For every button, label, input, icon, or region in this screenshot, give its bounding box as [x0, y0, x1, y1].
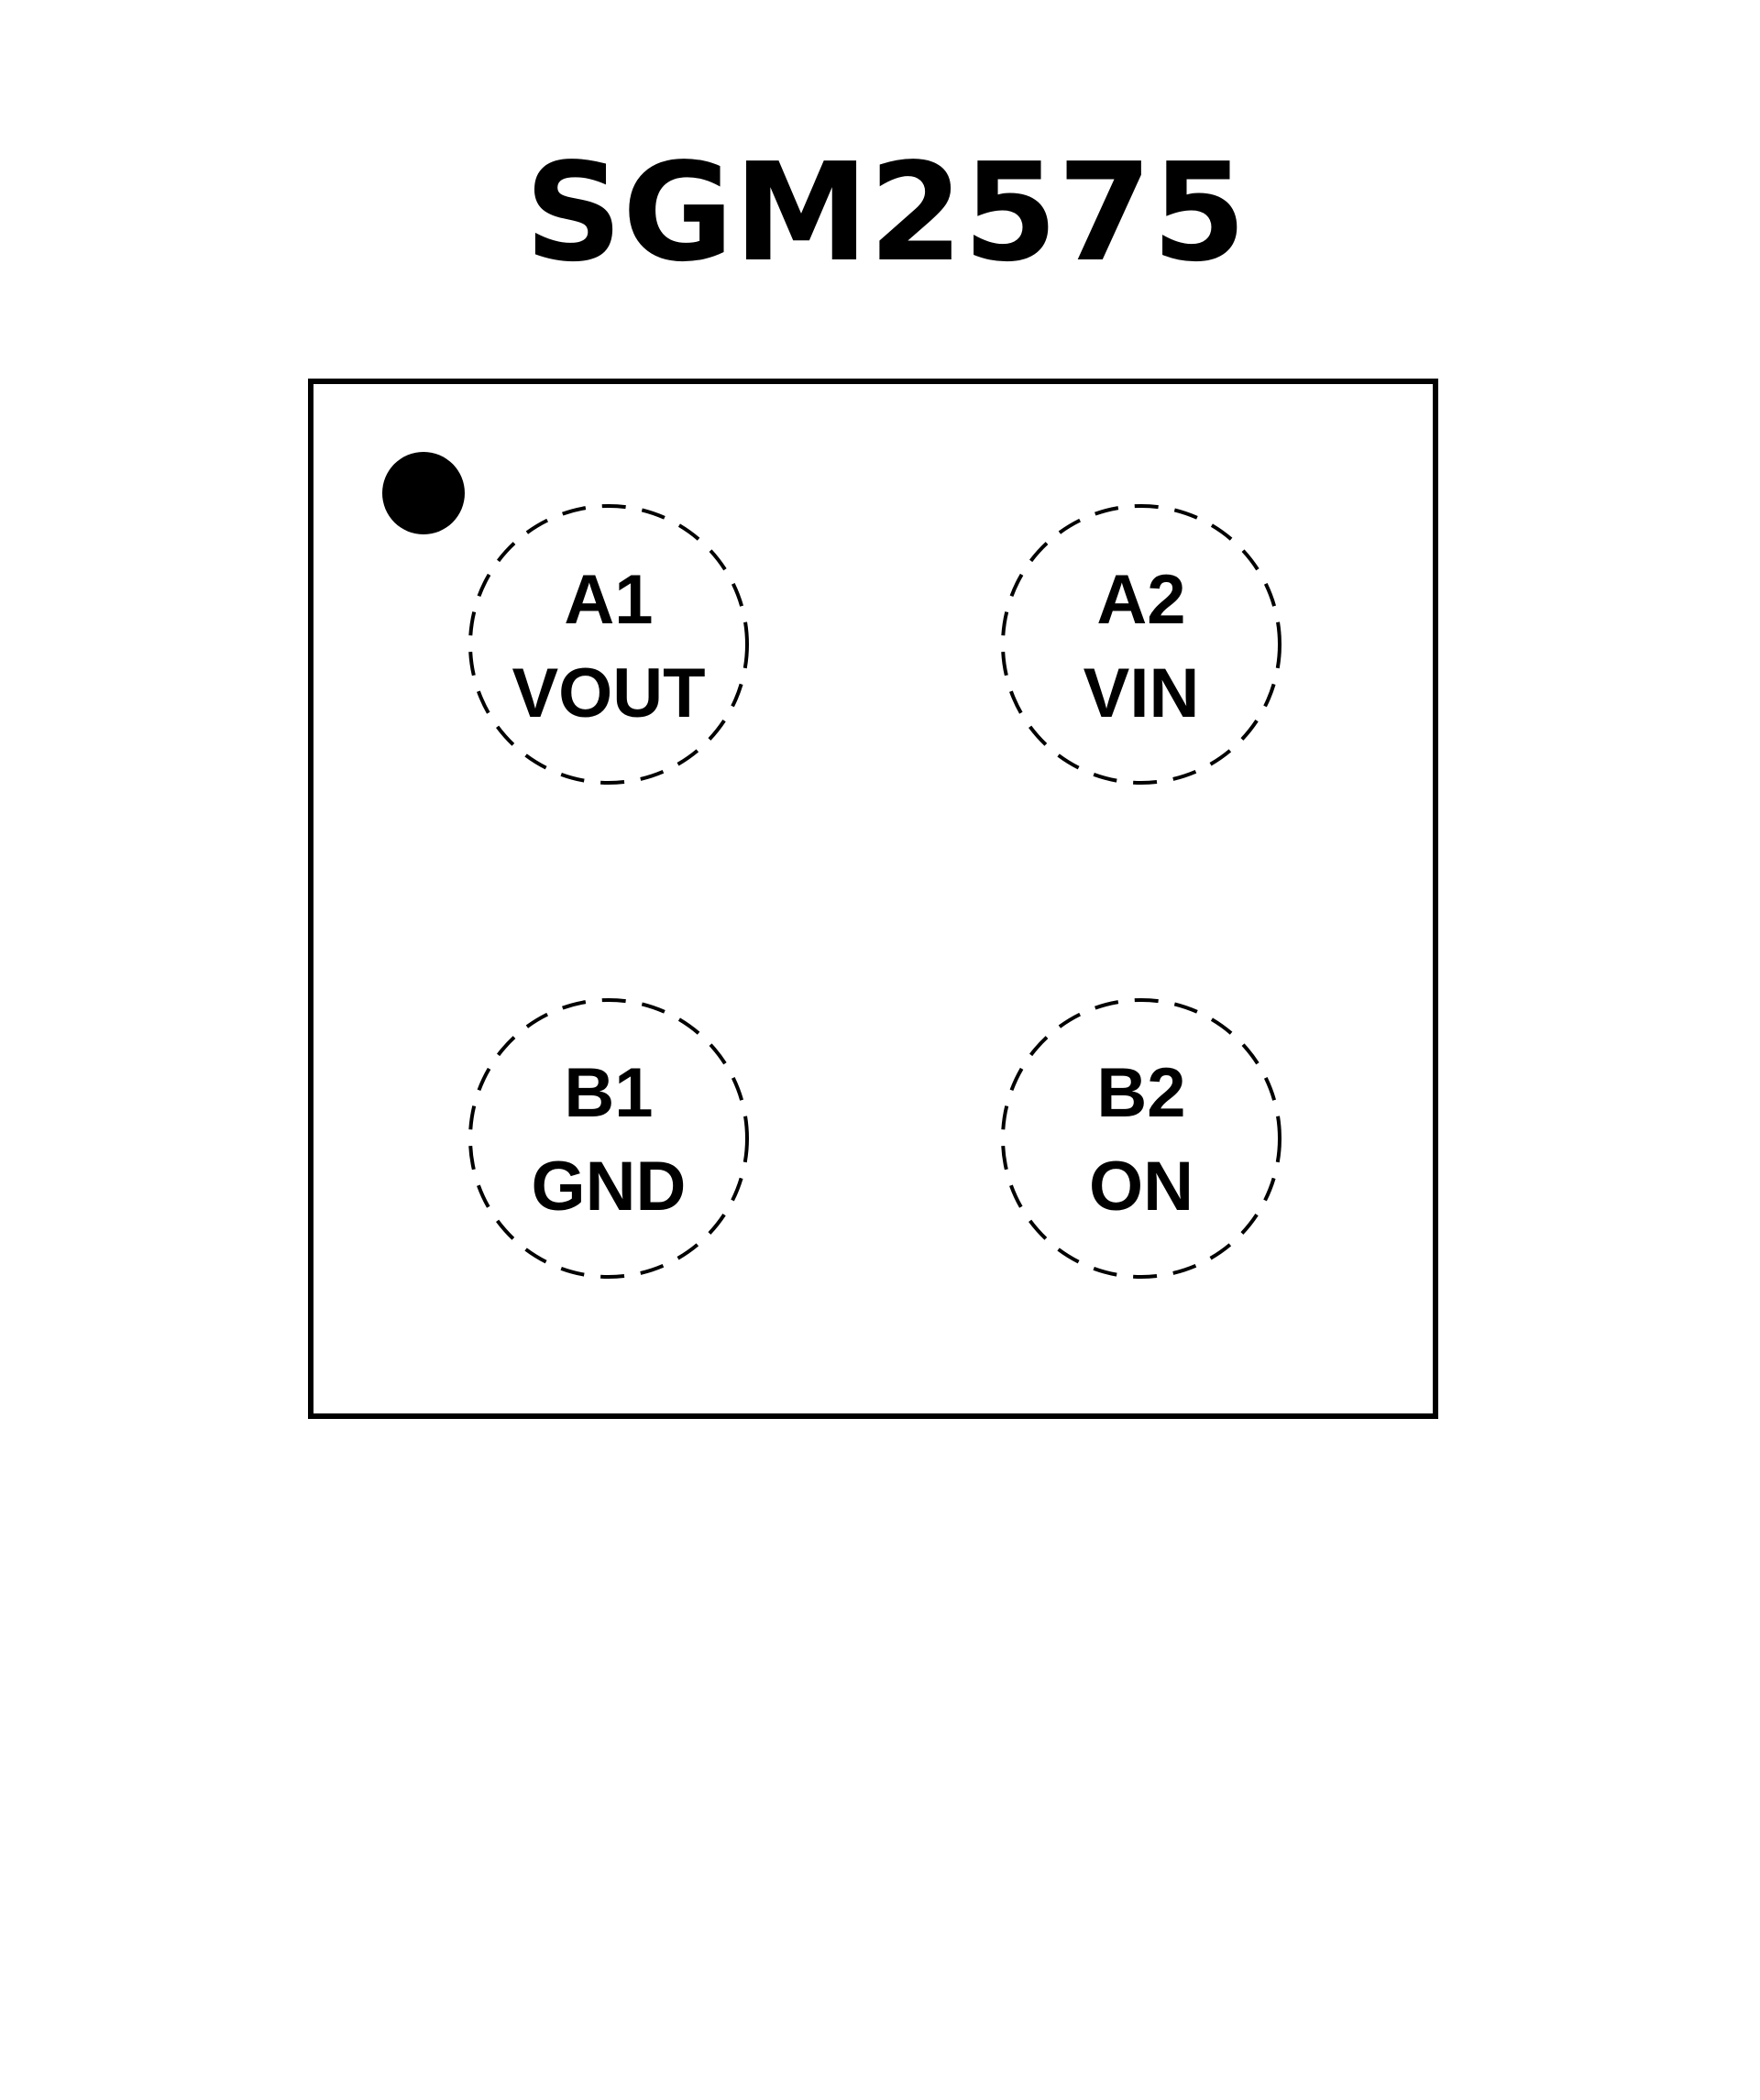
pin-a2-name: VIN: [1084, 654, 1200, 732]
pin-b1-name: GND: [532, 1148, 687, 1226]
pin-a1-name: VOUT: [512, 654, 705, 732]
pin-a1: A1 VOUT: [468, 504, 749, 785]
package-outline: [308, 379, 1438, 1419]
pin-a2-id: A2: [1096, 561, 1185, 639]
pin-a1-id: A1: [564, 561, 653, 639]
chip-title: SGM2575: [524, 134, 1246, 291]
pin-a2-outline: [1001, 504, 1282, 785]
pin-b2-outline: [1001, 998, 1282, 1279]
pin-b1: B1 GND: [468, 998, 749, 1279]
pin-b1-outline: [468, 998, 749, 1279]
pin-a1-outline: [468, 504, 749, 785]
pin-b2-name: ON: [1089, 1148, 1194, 1226]
pin1-marker-dot: [382, 452, 465, 534]
pin-a2: A2 VIN: [1001, 504, 1282, 785]
pin-b2-id: B2: [1096, 1054, 1185, 1132]
pin-b1-id: B1: [564, 1054, 653, 1132]
pin-b2: B2 ON: [1001, 998, 1282, 1279]
